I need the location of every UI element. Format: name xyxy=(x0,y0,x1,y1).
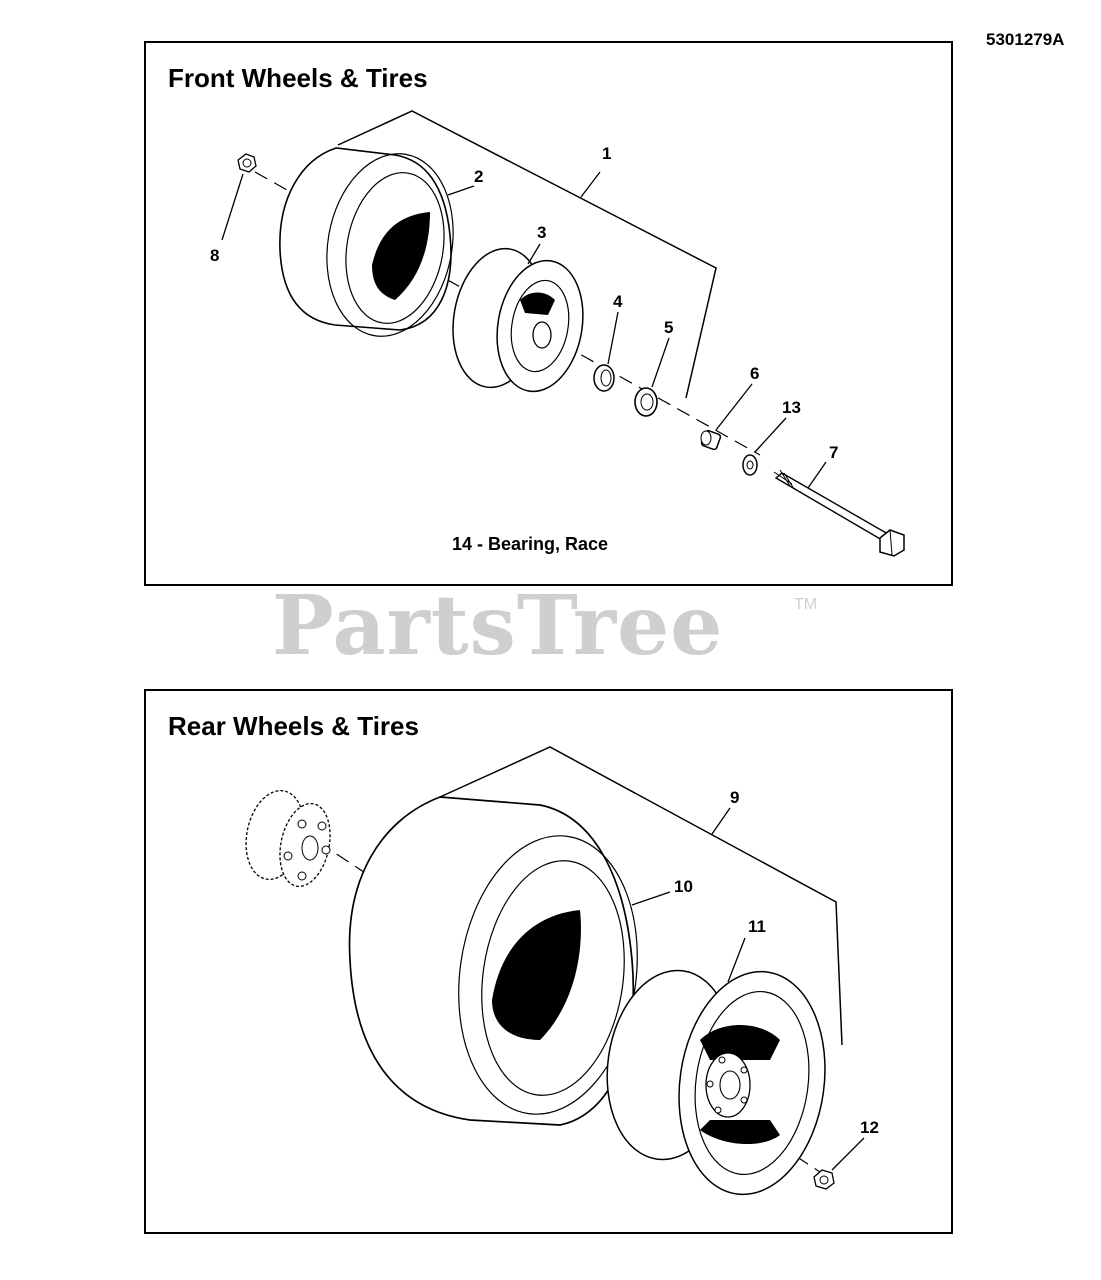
part-5-race xyxy=(634,387,658,417)
leader-13 xyxy=(754,417,787,453)
ref-7: 7 xyxy=(829,443,839,462)
leader-8 xyxy=(221,173,244,241)
leader-4 xyxy=(607,311,619,365)
ref-10: 10 xyxy=(674,877,693,896)
leader-5 xyxy=(651,337,670,388)
leader-3 xyxy=(527,243,541,265)
ref-1: 1 xyxy=(602,144,612,163)
part-2-front-tire xyxy=(279,147,454,337)
doc-number: 5301279A xyxy=(986,30,1065,49)
front-panel-title: Front Wheels & Tires xyxy=(168,63,428,93)
watermark: PartsTree xyxy=(272,578,724,674)
part-10-rear-tire xyxy=(348,796,638,1126)
part-12-lug-nut xyxy=(813,1169,835,1190)
leader-10 xyxy=(631,891,671,906)
part-8-lug-nut xyxy=(237,153,257,173)
front-panel-frame xyxy=(144,41,953,586)
leader-2 xyxy=(447,185,475,196)
front-note-item-14: 14 - Bearing, Race xyxy=(452,534,609,554)
ref-12: 12 xyxy=(860,1118,879,1137)
part-11-rear-rim xyxy=(606,969,826,1196)
rear-hub xyxy=(245,789,331,888)
part-7-bolt xyxy=(773,469,905,557)
ref-11: 11 xyxy=(748,917,766,936)
part-13-washer xyxy=(742,454,758,476)
ref-6: 6 xyxy=(750,364,760,383)
bracket-9 xyxy=(439,746,843,1046)
bracket-1 xyxy=(337,110,717,399)
ref-13: 13 xyxy=(782,398,801,417)
rear-panel-title: Rear Wheels & Tires xyxy=(168,711,419,741)
ref-5: 5 xyxy=(664,318,674,337)
rear-panel-frame xyxy=(144,689,953,1234)
leader-7 xyxy=(807,461,827,489)
ref-8: 8 xyxy=(210,246,220,265)
leader-11 xyxy=(727,937,746,983)
ref-2: 2 xyxy=(474,167,484,186)
part-3-front-rim xyxy=(452,247,584,393)
leader-9 xyxy=(711,807,731,835)
ref-9: 9 xyxy=(730,788,740,807)
ref-4: 4 xyxy=(613,292,623,311)
leader-12 xyxy=(831,1137,865,1171)
leader-1 xyxy=(580,171,601,198)
part-4-bearing xyxy=(593,364,615,392)
leader-6 xyxy=(715,383,753,431)
watermark-trademark: TM xyxy=(794,596,818,613)
ref-3: 3 xyxy=(537,223,547,242)
part-6-spacer xyxy=(700,429,722,451)
